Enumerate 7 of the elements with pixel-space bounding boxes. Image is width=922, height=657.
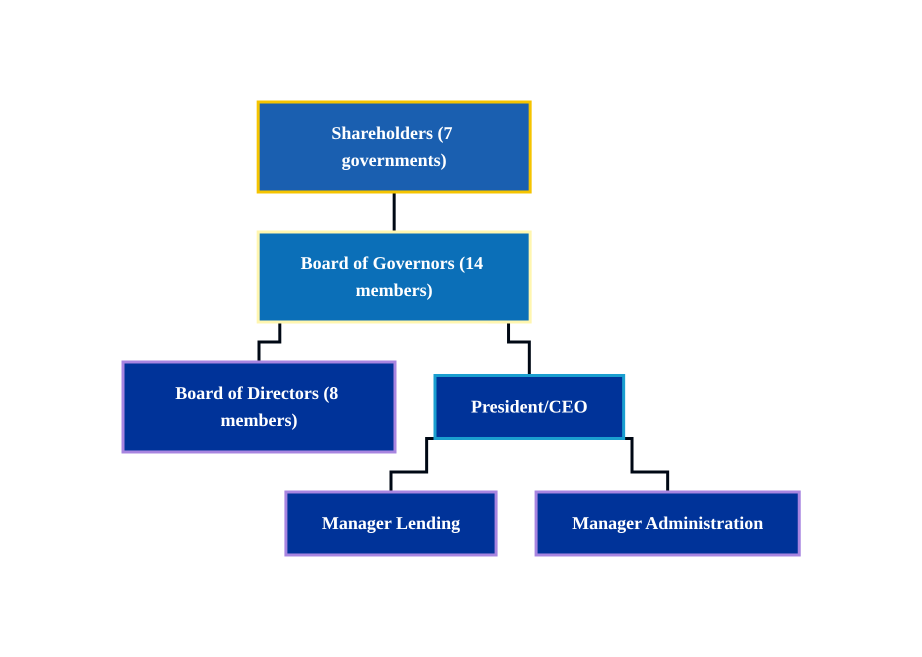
node-box: Board of Governors (14 members) (256, 230, 532, 324)
connector (392, 190, 396, 234)
node-box: Board of Directors (8 members) (121, 360, 396, 454)
node-box: President/CEO (433, 374, 626, 440)
node-box: Manager Administration (534, 490, 801, 556)
node-box: Manager Lending (284, 490, 498, 556)
node-box: Shareholders (7 governments) (256, 100, 532, 194)
